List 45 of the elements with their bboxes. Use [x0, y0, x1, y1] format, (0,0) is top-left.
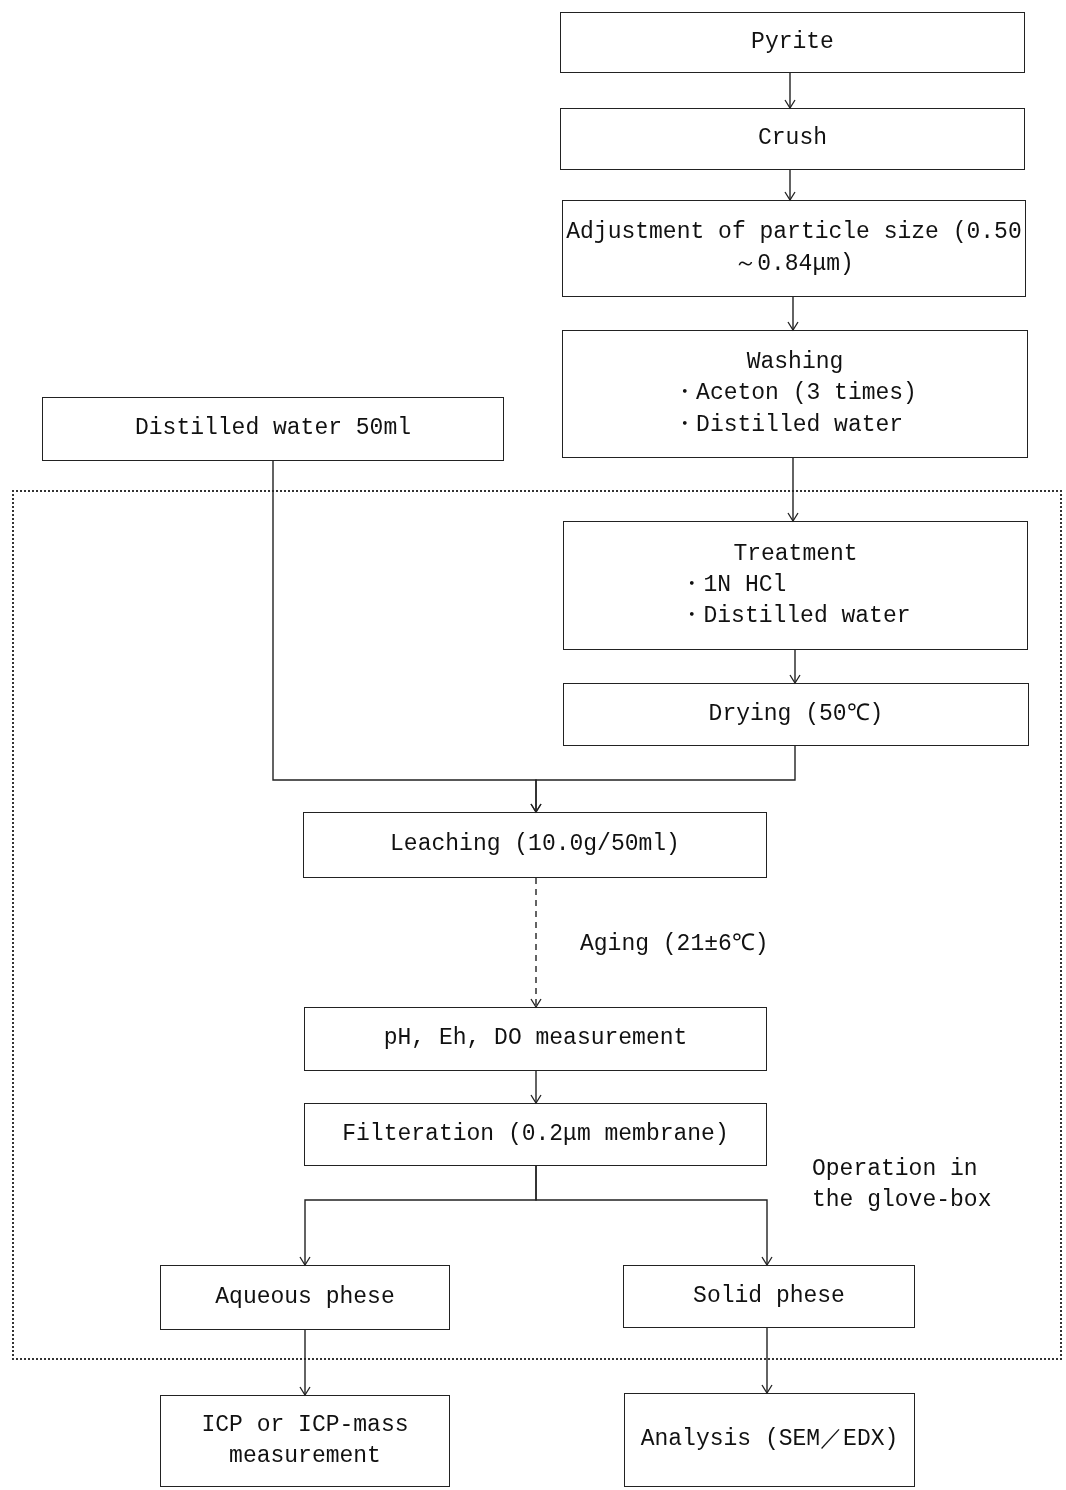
- step-text: Pyrite: [751, 27, 834, 57]
- dotted-region: [12, 490, 1062, 1360]
- step-text: Analysis (SEM／EDX): [640, 1425, 899, 1455]
- step-text: Crush: [758, 124, 827, 154]
- step-heading: Treatment: [733, 539, 858, 569]
- arrow: [530, 745, 796, 813]
- arrow: [530, 877, 542, 1008]
- arrow: [787, 457, 799, 522]
- process-box: [623, 1265, 915, 1328]
- process-box: [160, 1265, 450, 1330]
- arrow: [530, 1070, 542, 1104]
- process-box: [304, 1007, 767, 1071]
- process-box: [563, 683, 1029, 746]
- step-text: Distilled water 50ml: [134, 414, 411, 444]
- process-box: [562, 330, 1028, 458]
- arrow: [299, 1329, 311, 1396]
- arrow: [784, 169, 796, 201]
- step-text: Drying (50℃): [708, 699, 884, 729]
- process-box: [304, 1103, 767, 1166]
- step-text: Aqueous phese: [215, 1282, 395, 1312]
- process-box: [563, 521, 1028, 650]
- list-item: ・Aceton (3 times): [673, 379, 917, 409]
- step-text: Adjustment of particle size (0.50～0.84μm): [565, 218, 1023, 279]
- step-text: ICP or ICP-mass measurement: [200, 1410, 410, 1471]
- list-item: ・Distilled water: [680, 602, 911, 631]
- arrow: [789, 649, 801, 684]
- arrow: [535, 1165, 773, 1266]
- step-heading: Washing: [746, 348, 844, 378]
- process-box: [624, 1393, 915, 1487]
- step-text: Leaching (10.0g/50ml): [390, 830, 680, 860]
- process-box: [42, 397, 504, 461]
- process-box: [560, 108, 1025, 170]
- process-box: [303, 812, 767, 878]
- process-box: [560, 12, 1025, 73]
- step-text: pH, Eh, DO measurement: [383, 1024, 688, 1054]
- arrow: [784, 72, 796, 109]
- step-text: Solid phese: [693, 1281, 845, 1311]
- region-note: Operation in the glove-box: [812, 1155, 993, 1216]
- process-box: [160, 1395, 450, 1487]
- step-text: Filteration (0.2μm membrane): [342, 1119, 729, 1149]
- arrow: [761, 1327, 773, 1394]
- process-box: [562, 200, 1026, 297]
- arrow: [787, 296, 799, 331]
- list-item: ・Distilled water: [673, 410, 904, 440]
- list-item: ・1N HCl: [680, 570, 787, 600]
